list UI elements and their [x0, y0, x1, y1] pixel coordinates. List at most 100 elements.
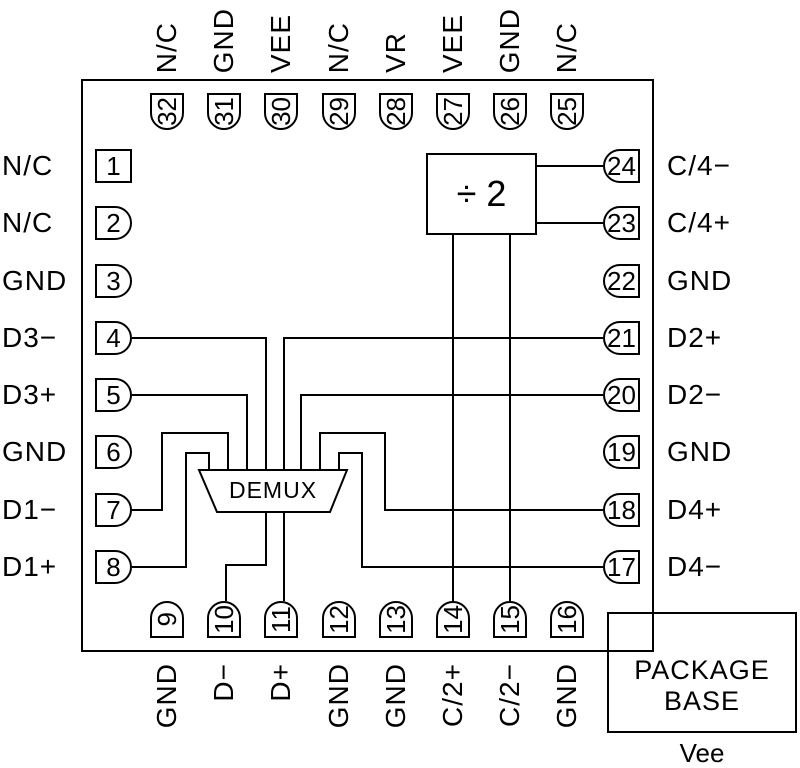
pin-6-number: 6 — [106, 437, 121, 467]
pin-13-label: GND — [380, 663, 411, 729]
pin-4-label: D3− — [2, 322, 58, 353]
pin-21-label: D2+ — [667, 322, 723, 353]
pin-20-label: D2− — [667, 379, 723, 410]
wire-d2-plus — [283, 337, 603, 469]
pin-25-number: 25 — [552, 97, 582, 126]
pin-27-label: VEE — [437, 13, 468, 73]
pin-24-label: C/4− — [667, 150, 731, 181]
pin-32-label: N/C — [151, 21, 182, 73]
pin-10-number: 10 — [209, 605, 239, 634]
pin-14-number: 14 — [438, 605, 468, 634]
pin-21-number: 21 — [607, 323, 636, 353]
pin-22: 22 — [603, 264, 640, 298]
pin-8-label: D1+ — [2, 551, 58, 582]
pin-1: 1 — [95, 149, 132, 183]
package-base-line2: BASE — [663, 686, 741, 716]
pin-9: 9 — [150, 601, 184, 638]
pin-11: 11 — [264, 601, 298, 638]
demux-symbol — [197, 469, 349, 513]
pin-23-number: 23 — [607, 208, 636, 238]
pin-22-number: 22 — [607, 266, 636, 296]
wire-d1-plus — [132, 452, 210, 568]
pin-5: 5 — [95, 378, 132, 412]
pin-6: 6 — [95, 435, 132, 469]
pin-7: 7 — [95, 493, 132, 527]
pin-26-label: GND — [494, 7, 525, 73]
pin-15: 15 — [493, 601, 527, 638]
pin-2: 2 — [95, 206, 132, 240]
pin-10-label: D− — [208, 663, 239, 702]
divide-by-2-block: ÷ 2 — [426, 153, 537, 235]
pin-11-number: 11 — [266, 606, 296, 633]
pin-20: 20 — [603, 378, 640, 412]
pin-24: 24 — [603, 149, 640, 183]
pin-17-label: D4− — [667, 551, 723, 582]
pin-9-label: GND — [151, 663, 182, 729]
pin-31: 31 — [207, 93, 241, 130]
package-base-box: PACKAGE BASE — [607, 612, 797, 733]
pin-28-label: VR — [380, 32, 411, 73]
pin-3: 3 — [95, 264, 132, 298]
pin-21: 21 — [603, 321, 640, 355]
pin-13-number: 13 — [381, 605, 411, 634]
pin-18: 18 — [603, 493, 640, 527]
pin-25-label: N/C — [551, 21, 582, 73]
pin-30: 30 — [264, 93, 298, 130]
pin-24-number: 24 — [607, 151, 636, 181]
wire-d4-plus — [319, 432, 603, 511]
divide-by-2-label: ÷ 2 — [456, 173, 507, 214]
pin-5-number: 5 — [106, 380, 121, 410]
pin-11-label: D+ — [265, 663, 296, 702]
pin-8-number: 8 — [106, 552, 121, 582]
pin-12-number: 12 — [324, 605, 354, 634]
pin-23: 23 — [603, 206, 640, 240]
pin-29-label: N/C — [323, 21, 354, 73]
package-base-line1: PACKAGE — [634, 655, 770, 685]
pin-32-number: 32 — [152, 97, 182, 126]
pin-3-label: GND — [2, 265, 68, 296]
wire-d4-minus — [338, 452, 603, 568]
pin-7-label: D1− — [2, 494, 58, 525]
pin-28-number: 28 — [381, 97, 411, 126]
pin-4-number: 4 — [106, 323, 121, 353]
package-outline — [81, 79, 654, 652]
pin-16-number: 16 — [552, 605, 582, 634]
pin-4: 4 — [95, 321, 132, 355]
pin-6-label: GND — [2, 436, 68, 467]
wire-d2-minus — [300, 394, 603, 469]
pin-30-number: 30 — [266, 97, 296, 126]
wire-d1-minus — [132, 432, 229, 511]
pin-16-label: GND — [551, 663, 582, 729]
pin-10: 10 — [207, 601, 241, 638]
pin-32: 32 — [150, 93, 184, 130]
pin-15-number: 15 — [495, 605, 525, 634]
pin-18-label: D4+ — [667, 494, 723, 525]
pin-29: 29 — [322, 93, 356, 130]
demux-label: DEMUX — [228, 476, 318, 503]
pin-20-number: 20 — [607, 380, 636, 410]
pin-8: 8 — [95, 550, 132, 584]
pin-26-number: 26 — [495, 97, 525, 126]
pin-26: 26 — [493, 93, 527, 130]
pin-12: 12 — [322, 601, 356, 638]
pin-16: 16 — [550, 601, 584, 638]
pin-17: 17 — [603, 550, 640, 584]
pin-13: 13 — [379, 601, 413, 638]
pin-23-label: C/4+ — [667, 207, 731, 238]
pin-3-number: 3 — [106, 266, 121, 296]
pin-14-label: C/2+ — [437, 663, 468, 727]
pin-5-label: D3+ — [2, 379, 58, 410]
pin-1-label: N/C — [2, 150, 54, 181]
pin-27-number: 27 — [438, 97, 468, 126]
pin-9-number: 9 — [152, 612, 182, 627]
pin-25: 25 — [550, 93, 584, 130]
pin-7-number: 7 — [106, 495, 121, 525]
wire-d3-minus — [132, 337, 267, 469]
pin-29-number: 29 — [324, 97, 354, 126]
pin-18-number: 18 — [607, 495, 636, 525]
pin-14: 14 — [436, 601, 470, 638]
pin-2-label: N/C — [2, 207, 54, 238]
pin-22-label: GND — [667, 265, 733, 296]
